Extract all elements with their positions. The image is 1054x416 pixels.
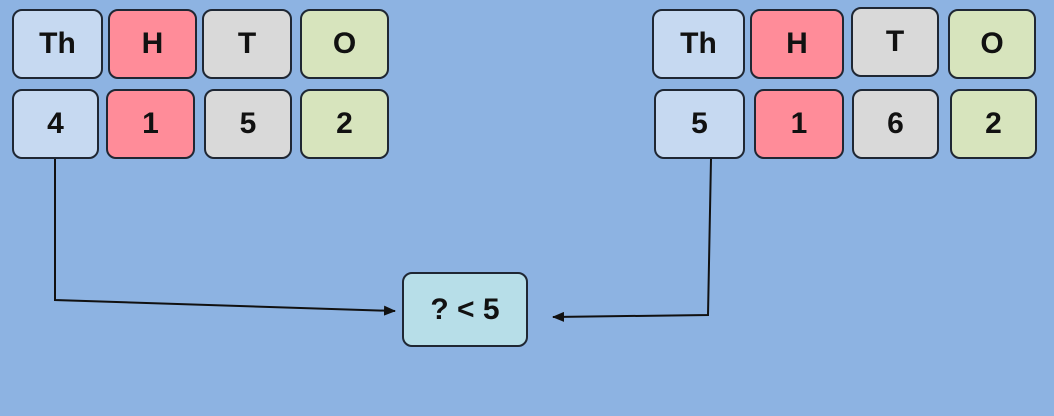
right-digit-tens: 6 <box>852 89 939 159</box>
right-digit-hundreds: 1 <box>754 89 844 159</box>
left-header-tens: T <box>202 9 292 79</box>
right-digit-ones: 2 <box>950 89 1037 159</box>
right-digit-thousands: 5 <box>654 89 745 159</box>
left-digit-tens: 5 <box>204 89 292 159</box>
left-thousands-arrow <box>54 159 396 316</box>
right-header-ones: O <box>948 9 1036 79</box>
right-header-tens: T <box>851 7 939 77</box>
left-digit-ones: 2 <box>300 89 389 159</box>
right-header-thousands: Th <box>652 9 745 79</box>
left-digit-hundreds: 1 <box>106 89 195 159</box>
left-digit-thousands: 4 <box>12 89 99 159</box>
comparison-box: ? < 5 <box>402 272 528 347</box>
left-header-ones: O <box>300 9 389 79</box>
left-header-hundreds: H <box>108 9 197 79</box>
left-header-thousands: Th <box>12 9 103 79</box>
right-header-hundreds: H <box>750 9 844 79</box>
right-thousands-arrow <box>552 158 712 322</box>
